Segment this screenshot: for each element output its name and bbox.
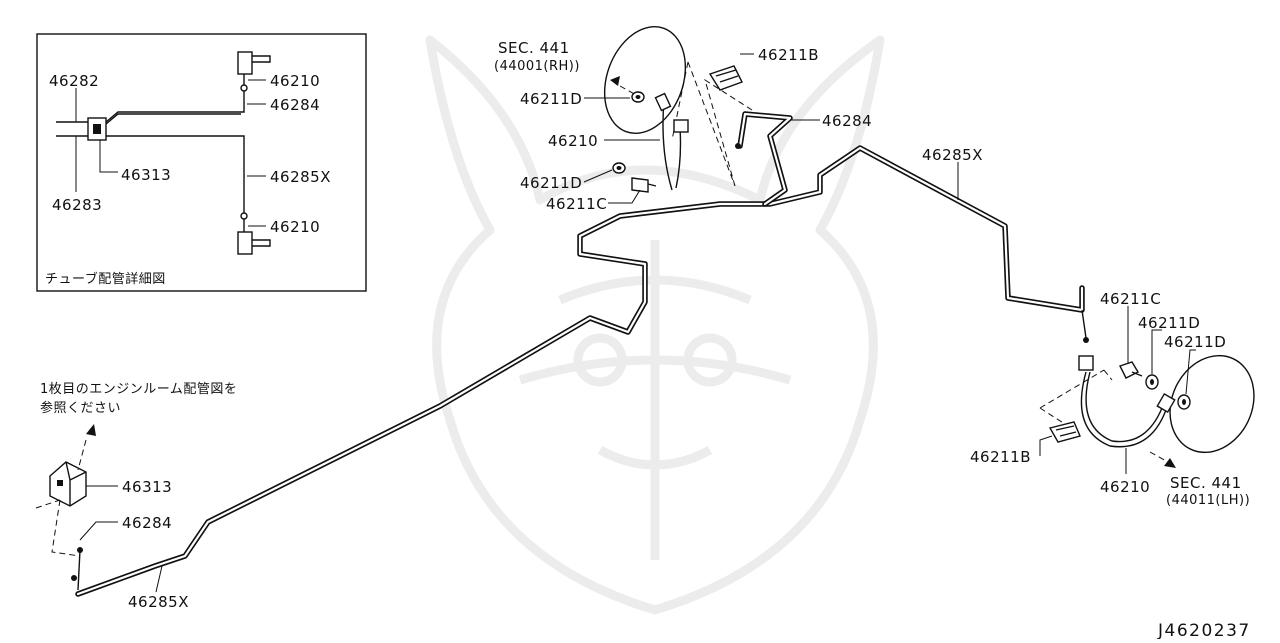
lh-caliper-outline — [1169, 354, 1255, 454]
label-46285x-front: 46285X — [128, 593, 189, 611]
label-46211d-lh-b: 46211D — [1164, 333, 1226, 351]
inset-connector-core — [93, 124, 101, 134]
rh-clip-46211b — [708, 65, 743, 91]
label-46211d-rh-b: 46211D — [520, 174, 582, 192]
label-46211c-lh: 46211C — [1100, 290, 1161, 308]
inset-pipe-46285x — [106, 135, 245, 240]
brake-tube-46284-rh — [737, 111, 793, 207]
front-ref-arrow — [86, 424, 96, 436]
inset-caption: チューブ配管詳細図 — [45, 271, 166, 287]
rh-bolt-46211c — [631, 177, 649, 193]
inset-label-46284: 46284 — [270, 96, 320, 114]
label-46210-rh: 46210 — [548, 132, 598, 150]
inset-label-46210-bottom: 46210 — [270, 218, 320, 236]
rh-caliper-outline — [603, 26, 687, 134]
label-46285x-mid: 46285X — [922, 146, 983, 164]
rh-sec-arrow — [610, 76, 620, 86]
lh-bolt-46211c — [1119, 361, 1139, 379]
inset-label-46283: 46283 — [52, 196, 102, 214]
label-sec441-lh-line2: (44011(LH)) — [1166, 493, 1250, 508]
inset-hose-46210-bottom — [237, 231, 253, 255]
lh-tube-end — [1083, 337, 1089, 343]
label-sec441-rh-line1: SEC. 441 — [498, 39, 570, 57]
label-46211c-rh: 46211C — [546, 195, 607, 213]
label-46284-front: 46284 — [122, 514, 172, 532]
lh-hose-assembly — [1039, 306, 1255, 474]
front-connector-group — [35, 424, 163, 593]
inset-label-46282: 46282 — [49, 72, 99, 90]
watermark-emblem — [425, 35, 885, 615]
inset-hose-46210-top — [237, 51, 253, 75]
note-engine-room-line1: 1枚目のエンジンルーム配管図を — [40, 382, 237, 397]
rh-hose-assembly — [583, 26, 820, 204]
inset-label-46210-top: 46210 — [270, 72, 320, 90]
diagram-id: J4620237 — [1157, 621, 1251, 639]
brake-tube-46285x — [75, 145, 1085, 597]
inset-frame — [36, 33, 367, 292]
lh-sec-arrow — [1164, 458, 1176, 468]
label-46313-front: 46313 — [122, 478, 172, 496]
lh-hose-46210 — [1080, 371, 1167, 448]
label-46211d-rh-a: 46211D — [520, 90, 582, 108]
label-46211d-lh-a: 46211D — [1138, 314, 1200, 332]
inset-pipe-left — [56, 121, 90, 137]
inset-label-46285x: 46285X — [270, 168, 331, 186]
label-46211b-rh: 46211B — [758, 46, 819, 64]
tube-detail-inset: 46282 46283 46313 46210 46284 46285X 462… — [36, 33, 367, 292]
rh-tube-end — [735, 143, 741, 149]
label-46210-lh: 46210 — [1100, 478, 1150, 496]
inset-label-46313: 46313 — [121, 166, 171, 184]
label-46284-rh: 46284 — [822, 112, 872, 130]
note-engine-room-line2: 参照ください — [40, 400, 121, 416]
front-tube-46284 — [77, 549, 81, 591]
label-46211b-lh: 46211B — [970, 448, 1031, 466]
label-sec441-rh-line2: (44001(RH)) — [494, 59, 580, 74]
label-sec441-lh-line1: SEC. 441 — [1170, 474, 1242, 492]
